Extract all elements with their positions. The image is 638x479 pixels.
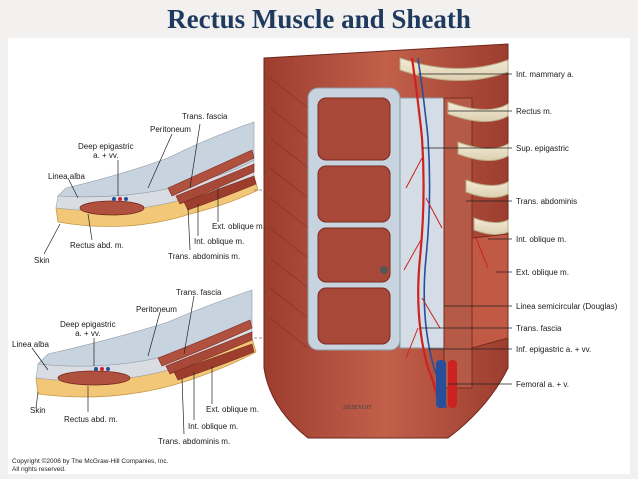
label-upper-ext-oblique: Ext. oblique m.	[212, 222, 265, 231]
int-oblique-lower	[165, 331, 253, 375]
copyright-notice: Copyright ©2006 by The McGraw-Hill Compa…	[12, 458, 169, 473]
label-lower-trans-abdominis: Trans. abdominis m.	[158, 437, 231, 446]
label-trans-abdominis: Trans. abdominis	[516, 197, 578, 206]
label-lower-trans-fascia: Trans. fascia	[176, 288, 222, 297]
rectus-segment-3	[317, 227, 391, 283]
deep-epigastric-vessel-upper	[112, 197, 116, 201]
label-lower-peritoneum: Peritoneum	[136, 305, 177, 314]
slide-title: Rectus Muscle and Sheath	[167, 4, 471, 34]
label-lower-deep-epigastric: Deep epigastric a. + vv.	[60, 320, 116, 338]
label-int-oblique: Int. oblique m.	[516, 235, 567, 244]
label-upper-int-oblique: Int. oblique m.	[194, 237, 245, 246]
anatomy-illustration	[31, 43, 512, 439]
deep-epigastric-artery-lower	[100, 367, 104, 371]
label-lower-ext-oblique: Ext. oblique m.	[206, 405, 259, 414]
abdominal-wall-illustration	[263, 43, 509, 439]
ext-oblique-lower	[157, 319, 253, 367]
illustrator-signature: DEBEVOIT	[343, 405, 372, 411]
label-upper-deep-epigastric: Deep epigastric a. + vv.	[78, 142, 134, 160]
costal-cartilages	[399, 57, 509, 236]
label-lower-int-oblique: Int. oblique m.	[188, 422, 239, 431]
label-linea-semicircular: Linea semicircular (Douglas)	[516, 302, 618, 311]
label-sup-epigastric: Sup. epigastric	[516, 144, 569, 153]
femoral-vein	[436, 360, 446, 408]
label-lower-linea-alba: Linea alba	[12, 340, 49, 349]
label-rectus: Rectus m.	[516, 107, 553, 116]
anatomy-figure: Trans. fascia Peritoneum Deep epigastric…	[8, 38, 630, 474]
oblique-right-lower	[471, 233, 509, 349]
cross-section-upper	[55, 121, 259, 227]
peritoneum-layer-lower	[37, 289, 253, 367]
label-upper-trans-fascia: Trans. fascia	[182, 112, 228, 121]
label-lower-skin: Skin	[30, 406, 46, 415]
ext-oblique-upper	[167, 149, 255, 197]
deep-epigastric-artery-upper	[118, 197, 122, 201]
cross-section-lower	[35, 289, 257, 398]
rectus-segment-2	[317, 165, 391, 223]
label-upper-linea-alba: Linea alba	[48, 172, 85, 181]
trans-abdominis-upper	[183, 175, 257, 211]
epigastric-artery	[410, 57, 442, 409]
rectus-abdominis-lower	[57, 370, 131, 386]
label-upper-skin: Skin	[34, 256, 50, 265]
label-ext-oblique: Ext. oblique m.	[516, 268, 569, 277]
label-inf-epigastric: Inf. epigastric a. + vv.	[516, 345, 592, 354]
rectus-abdominis-upper	[79, 200, 145, 216]
label-femoral: Femoral a. + v.	[516, 380, 569, 389]
trans-abdominis-lower	[173, 343, 255, 381]
label-lower-rectus-abd: Rectus abd. m.	[64, 415, 118, 424]
label-upper-trans-abdominis: Trans. abdominis m.	[168, 252, 241, 261]
label-upper-peritoneum: Peritoneum	[150, 125, 191, 134]
rectus-segment-1	[317, 97, 391, 161]
int-oblique-upper	[175, 163, 255, 205]
label-trans-fascia: Trans. fascia	[516, 324, 562, 333]
label-upper-rectus-abd: Rectus abd. m.	[70, 241, 124, 250]
label-int-mammary: Int. mammary a.	[516, 70, 574, 79]
leader-lines	[31, 73, 512, 435]
umbilicus	[380, 266, 388, 274]
rectus-segment-4	[317, 287, 391, 345]
